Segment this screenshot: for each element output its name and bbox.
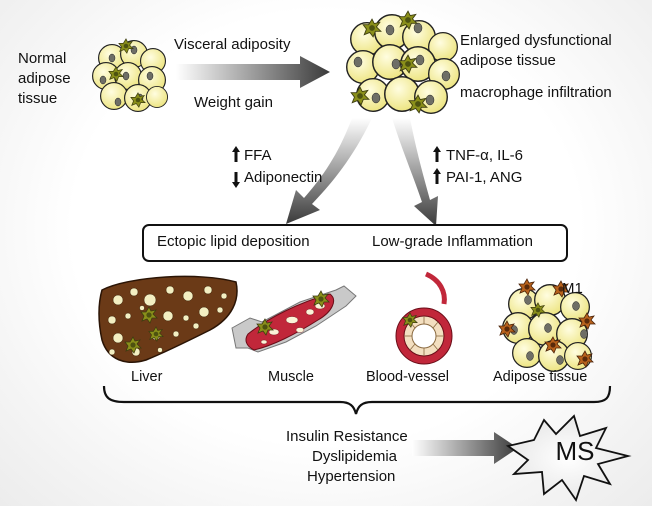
m1-label: M1 [562,280,583,297]
liver-label: Liver [131,369,163,385]
weight-gain-label: Weight gain [194,94,273,111]
outcome-dyslipidemia: Dyslipidemia [312,448,398,465]
pai-ang-label: PAI-1, ANG [446,169,523,186]
ms-starburst [505,414,632,502]
mechanism-box [142,224,568,262]
muscle-label: Muscle [268,369,314,385]
adipose-tissue-label: Adipose tissue [493,369,588,385]
ectopic-lipid-label: Ectopic lipid deposition [157,233,310,250]
arrow-to-ms [412,432,518,464]
normal-tissue-label-3: tissue [18,90,58,107]
enlarged-tissue-label-2: adipose tissue [460,52,556,69]
blood-vessel-label: Blood-vessel [366,369,450,385]
macrophage-infiltration-label: macrophage infiltration [460,84,612,101]
normal-adipose-cluster [92,38,168,112]
ffa-label: FFA [244,147,272,164]
arrow-to-inflammation [392,118,438,226]
normal-tissue-label-1: Normal [18,50,67,67]
ffa-up-arrow [232,146,240,162]
visceral-adiposity-label: Visceral adiposity [174,36,291,53]
adipose-m1-cluster [498,278,596,372]
outcome-insulin-resistance: Insulin Resistance [286,428,408,445]
tnf-il6-label: TNF-α, IL-6 [446,147,524,164]
enlarged-adipose-cluster [346,10,460,114]
adiponectin-down-arrow [232,172,240,188]
blood-vessel-illustration [395,271,453,365]
grouping-brace [102,385,612,415]
tnf-up-arrow [433,146,441,162]
growth-arrow [176,56,330,88]
ms-label: MS [555,436,595,466]
adiponectin-label: Adiponectin [244,169,323,186]
muscle-illustration [231,285,357,353]
normal-tissue-label-2: adipose [18,70,71,87]
arrow-to-ectopic [286,118,372,224]
pai-up-arrow [433,168,441,184]
outcome-hypertension: Hypertension [307,468,396,485]
liver-illustration [98,275,238,363]
inflammation-label: Low-grade Inflammation [372,233,533,250]
enlarged-tissue-label-1: Enlarged dysfunctional [460,32,612,49]
